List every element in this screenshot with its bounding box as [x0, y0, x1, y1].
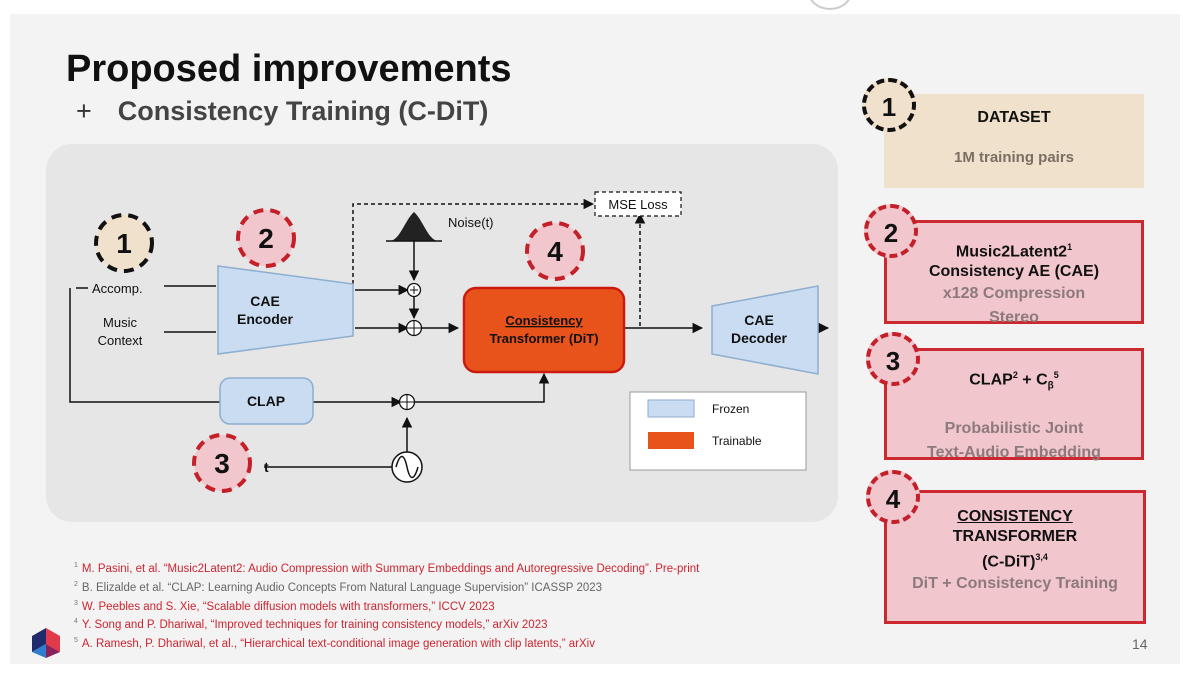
- mse-loss-label: MSE Loss: [608, 197, 668, 212]
- context-to-clap-line: [69, 288, 220, 403]
- cae-encoder-block: [217, 265, 354, 355]
- decoder-label-line2: Decoder: [731, 330, 788, 346]
- decoder-label-line1: CAE: [744, 312, 774, 328]
- music-label: Music: [103, 315, 137, 330]
- gaussian-noise-icon: [386, 212, 442, 242]
- subtitle-bullet: +: [76, 96, 92, 126]
- svg-text:4: 4: [547, 236, 563, 267]
- transformer-title-1: CONSISTENCY: [957, 508, 1073, 525]
- svg-text:2: 2: [258, 223, 274, 254]
- cae-decoder-block: [711, 285, 819, 375]
- dataset-title: DATASET: [977, 109, 1051, 126]
- svg-text:1: 1: [116, 228, 132, 259]
- transformer-label-line1: Consistency: [505, 313, 583, 328]
- page-number: 14: [1132, 636, 1148, 652]
- institution-logo-icon: [32, 628, 60, 658]
- transformer-label-line2: Transformer (DiT): [489, 331, 598, 346]
- clap-panel: CLAP2 + Cβ5 Probabilistic Joint Text-Aud…: [884, 348, 1144, 461]
- diagram-badge-1: 1: [94, 213, 154, 273]
- cae-title-2: Consistency AE (CAE): [928, 263, 1100, 281]
- transformer-title-2: TRANSFORMER: [952, 528, 1078, 545]
- top-edge-decoration: [808, 0, 852, 10]
- legend-frozen-label: Frozen: [712, 402, 749, 416]
- panel-badge-3: 3: [866, 332, 920, 386]
- mse-loss-box: [594, 191, 682, 217]
- cae-sub-2: Stereo: [989, 309, 1039, 327]
- connection-lines: [69, 198, 830, 468]
- sum-node-encoder: [405, 319, 423, 337]
- cae-title-1: Music2Latent21: [955, 242, 1073, 261]
- clap-sub-1: Probabilistic Joint: [944, 419, 1084, 437]
- clap-label: CLAP: [247, 393, 285, 409]
- accomp-label: Accomp.: [92, 281, 143, 296]
- dataset-panel: DATASET 1M training pairs: [884, 94, 1144, 188]
- legend-frozen-swatch: [647, 399, 695, 418]
- panel-badge-2: 2: [864, 204, 918, 258]
- sum-node-clap: [398, 393, 416, 411]
- slide-subtitle: + Consistency Training (C-DiT): [76, 96, 488, 127]
- t-label: t: [264, 459, 269, 475]
- transformer-panel: CONSISTENCY TRANSFORMER (C-DiT)3,4 DiT +…: [884, 490, 1146, 624]
- cae-panel: Music2Latent21 Consistency AE (CAE) x128…: [884, 220, 1144, 326]
- diagram-badge-3: 3: [192, 433, 252, 493]
- context-label: Context: [98, 333, 143, 348]
- diagram-badge-4: 4: [525, 221, 585, 281]
- subtitle-text: Consistency Training (C-DiT): [117, 96, 489, 126]
- sum-to-transformer-cond-line: [415, 372, 550, 403]
- encoder-to-mse-line: [352, 198, 595, 284]
- panel-badge-4: 4: [866, 470, 920, 524]
- transformer-sub: DiT + Consistency Training: [912, 575, 1118, 593]
- sum-node-noise: [406, 282, 422, 298]
- consistency-transformer-block: [462, 286, 626, 374]
- slide-title: Proposed improvements: [66, 48, 512, 90]
- slide: Proposed improvements + Consistency Train…: [10, 14, 1180, 664]
- legend-trainable-label: Trainable: [712, 434, 762, 448]
- panel-badge-1: 1: [862, 78, 916, 132]
- legend-trainable-swatch: [648, 432, 694, 449]
- encoder-label-line2: Encoder: [237, 311, 294, 327]
- dataset-sub: 1M training pairs: [953, 149, 1075, 166]
- clap-panel-title: CLAP2 + Cβ5: [969, 370, 1059, 392]
- transformer-title-3: (C-DiT)3,4: [982, 552, 1048, 571]
- architecture-diagram: Noise(t) MSE Loss Accomp. Music Context …: [69, 191, 830, 493]
- noise-label: Noise(t): [448, 215, 494, 230]
- diagram-badge-2: 2: [236, 208, 296, 268]
- encoder-label-line1: CAE: [250, 293, 280, 309]
- sinusoid-icon: [391, 451, 423, 483]
- clap-block: [219, 377, 314, 425]
- legend: Frozen Trainable: [629, 391, 807, 471]
- svg-text:3: 3: [214, 448, 230, 479]
- cae-sub-1: x128 Compression: [942, 285, 1086, 303]
- clap-sub-2: Text-Audio Embedding: [927, 443, 1101, 461]
